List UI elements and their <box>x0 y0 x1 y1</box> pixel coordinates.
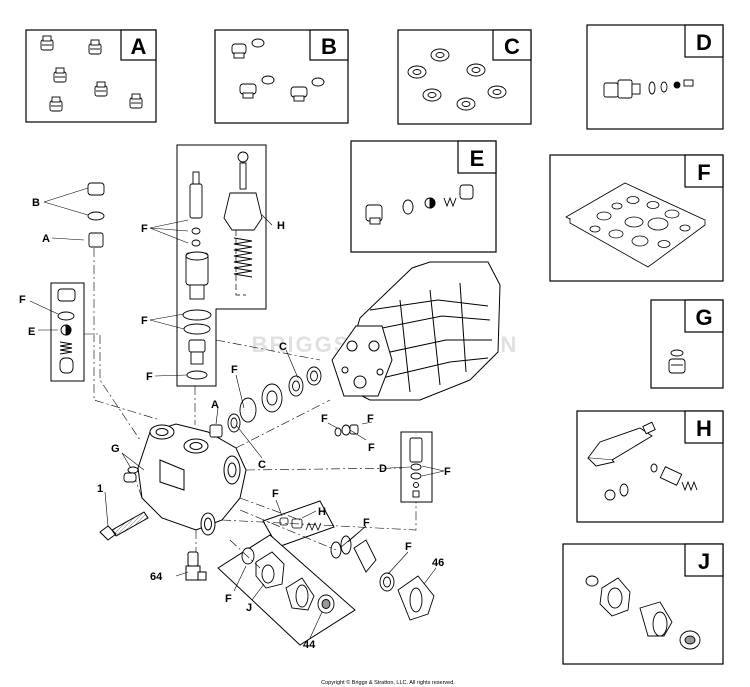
callout-f: F <box>368 442 375 454</box>
callout-f: F <box>19 294 26 306</box>
check-valve-icon <box>365 184 474 225</box>
callout-f: F <box>444 466 451 478</box>
callout-44: 44 <box>303 639 316 651</box>
callout-f: F <box>272 488 279 500</box>
kit-e-panel[interactable]: E <box>350 140 497 253</box>
check-valve-box[interactable] <box>50 282 85 382</box>
plug-icon <box>668 349 686 374</box>
crankcase-housing <box>331 261 501 401</box>
outlet-fitting-icon <box>330 535 435 621</box>
kit-h-panel[interactable]: H <box>576 410 724 523</box>
kit-e-letter: E <box>470 146 485 171</box>
plug-g-icon <box>123 466 139 483</box>
callout-f: F <box>146 371 153 383</box>
callout-d: D <box>379 463 387 475</box>
copyright-text: Copyright © Briggs & Stratton, LLC. All … <box>321 679 455 686</box>
callout-f: F <box>321 413 328 425</box>
callout-e: E <box>28 326 35 338</box>
callout-f: F <box>141 315 148 327</box>
outlet-icon <box>585 575 701 650</box>
kit-d-panel[interactable]: D <box>586 24 724 130</box>
leader-lines <box>29 187 445 639</box>
kit-h-letter: H <box>696 416 712 441</box>
plug-icon <box>231 38 325 102</box>
outlet-j-box[interactable] <box>217 534 356 646</box>
kit-f-panel[interactable]: F <box>549 154 724 282</box>
callout-46: 46 <box>432 557 444 569</box>
kit-a-letter: A <box>131 34 147 59</box>
kit-j-panel[interactable]: J <box>562 543 724 665</box>
unloader-valve-icon <box>182 151 263 380</box>
seal-stack-icon <box>209 366 322 438</box>
unloader-icon <box>587 421 698 501</box>
callout-b: B <box>32 197 40 209</box>
kit-c-panel[interactable]: C <box>397 29 532 125</box>
valve-d-icon <box>409 437 423 498</box>
kit-a-panel[interactable]: A <box>25 29 157 123</box>
oring-bag-icon <box>565 182 706 268</box>
callout-f: F <box>225 593 232 605</box>
callout-f: F <box>141 223 148 235</box>
fitting-64-icon <box>185 551 207 581</box>
unloader-assembly-box[interactable] <box>176 144 267 387</box>
callout-c: C <box>279 341 287 353</box>
callout-f: F <box>367 413 374 425</box>
kit-b-letter: B <box>321 34 337 59</box>
callout-h: H <box>318 506 326 518</box>
callout-h: H <box>277 220 285 232</box>
nozzle-icon <box>40 35 143 112</box>
kit-c-letter: C <box>504 34 520 59</box>
callout-a: A <box>211 399 219 411</box>
seal-icon <box>407 48 507 111</box>
small-seals-icon <box>334 424 359 437</box>
bolt-icon <box>99 511 149 541</box>
outlet-parts-icon <box>241 547 335 614</box>
kit-f-letter: F <box>697 160 710 185</box>
callout-f: F <box>363 517 370 529</box>
callout-c: C <box>258 459 266 471</box>
guide-lines <box>84 248 417 569</box>
callout-a: A <box>42 233 50 245</box>
kit-b-panel[interactable]: B <box>214 29 349 124</box>
kit-g-letter: G <box>695 305 712 330</box>
valve-icon <box>603 79 694 99</box>
callout-f: F <box>231 364 238 376</box>
callout-64: 64 <box>150 571 163 583</box>
pump-manifold <box>137 423 247 536</box>
callout-1: 1 <box>97 483 103 495</box>
kit-j-letter: J <box>698 549 710 574</box>
plug-b-icon <box>87 182 105 248</box>
callout-f: F <box>405 541 412 553</box>
check-valve-parts-icon <box>57 288 76 374</box>
kit-g-panel[interactable]: G <box>650 299 724 389</box>
callout-j: J <box>246 602 252 614</box>
kit-d-letter: D <box>696 30 712 55</box>
callout-g: G <box>111 443 120 455</box>
